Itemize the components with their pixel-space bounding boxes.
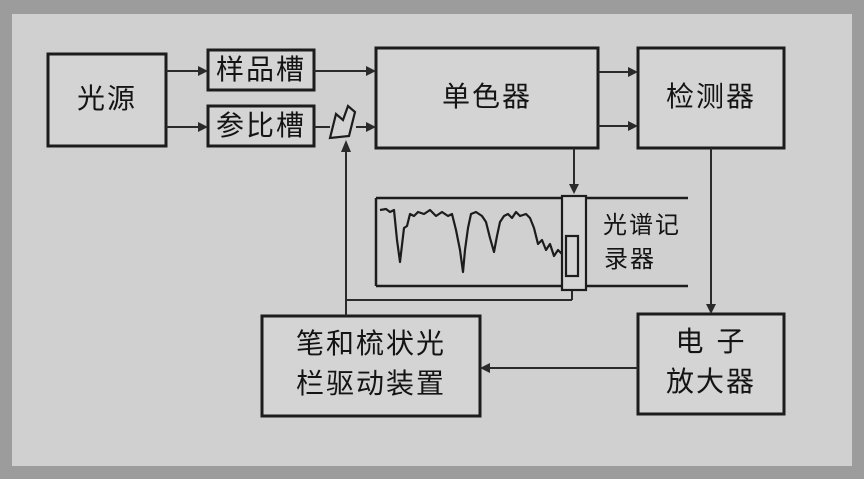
recorder-label-line1: 光谱记 [603,211,681,239]
arrowhead-drive-mechanism [480,363,490,373]
detector-label: 检测器 [666,80,756,113]
comb-shutter-icon [328,104,357,140]
spectrum-recorder: 光谱记 录器 [374,194,688,292]
light-source-box [46,52,168,148]
arrowhead-recorder [569,184,579,194]
arrowhead-detector-bottom [628,121,638,131]
monochromator-label: 单色器 [442,80,532,113]
arrowhead-sample-cell [198,66,208,76]
recorder-pen-holder [564,234,580,278]
reference-cell-label: 参比槽 [216,109,306,142]
recorder-label-line2: 录器 [604,245,656,273]
arrowhead-monochromator-bottom [366,122,376,132]
monochromator-box [374,46,600,150]
reference-cell-box [206,104,316,148]
electronic-amplifier-label-line1: 电 子 [676,325,747,358]
arrowhead-amplifier [706,304,716,314]
electronic-amplifier-box [636,312,786,416]
arrowhead-detector-top [628,67,638,77]
light-source-label: 光源 [77,82,137,115]
electronic-amplifier-block: 电 子 放大器 [636,312,786,416]
drive-mechanism-block: 笔和梳状光 栏驱动装置 [260,314,482,418]
arrowhead-monochromator-top [366,66,376,76]
sample-cell-box [206,48,316,92]
arrowhead-comb-shutter [341,140,351,152]
recorded-spectrum-trace [379,207,563,274]
sample-cell-label: 样品槽 [216,53,306,86]
light-source-block: 光源 [46,52,168,148]
electronic-amplifier-label-line2: 放大器 [666,365,756,398]
detector-block: 检测器 [636,46,786,150]
sample-cell-block: 样品槽 [206,48,316,92]
monochromator-block: 单色器 [374,46,600,150]
drive-mechanism-box [260,314,482,418]
drive-mechanism-label-line2: 栏驱动装置 [296,367,446,400]
reference-cell-block: 参比槽 [206,104,316,148]
arrowhead-reference-cell [198,122,208,132]
drive-mechanism-label-line1: 笔和梳状光 [296,327,446,360]
